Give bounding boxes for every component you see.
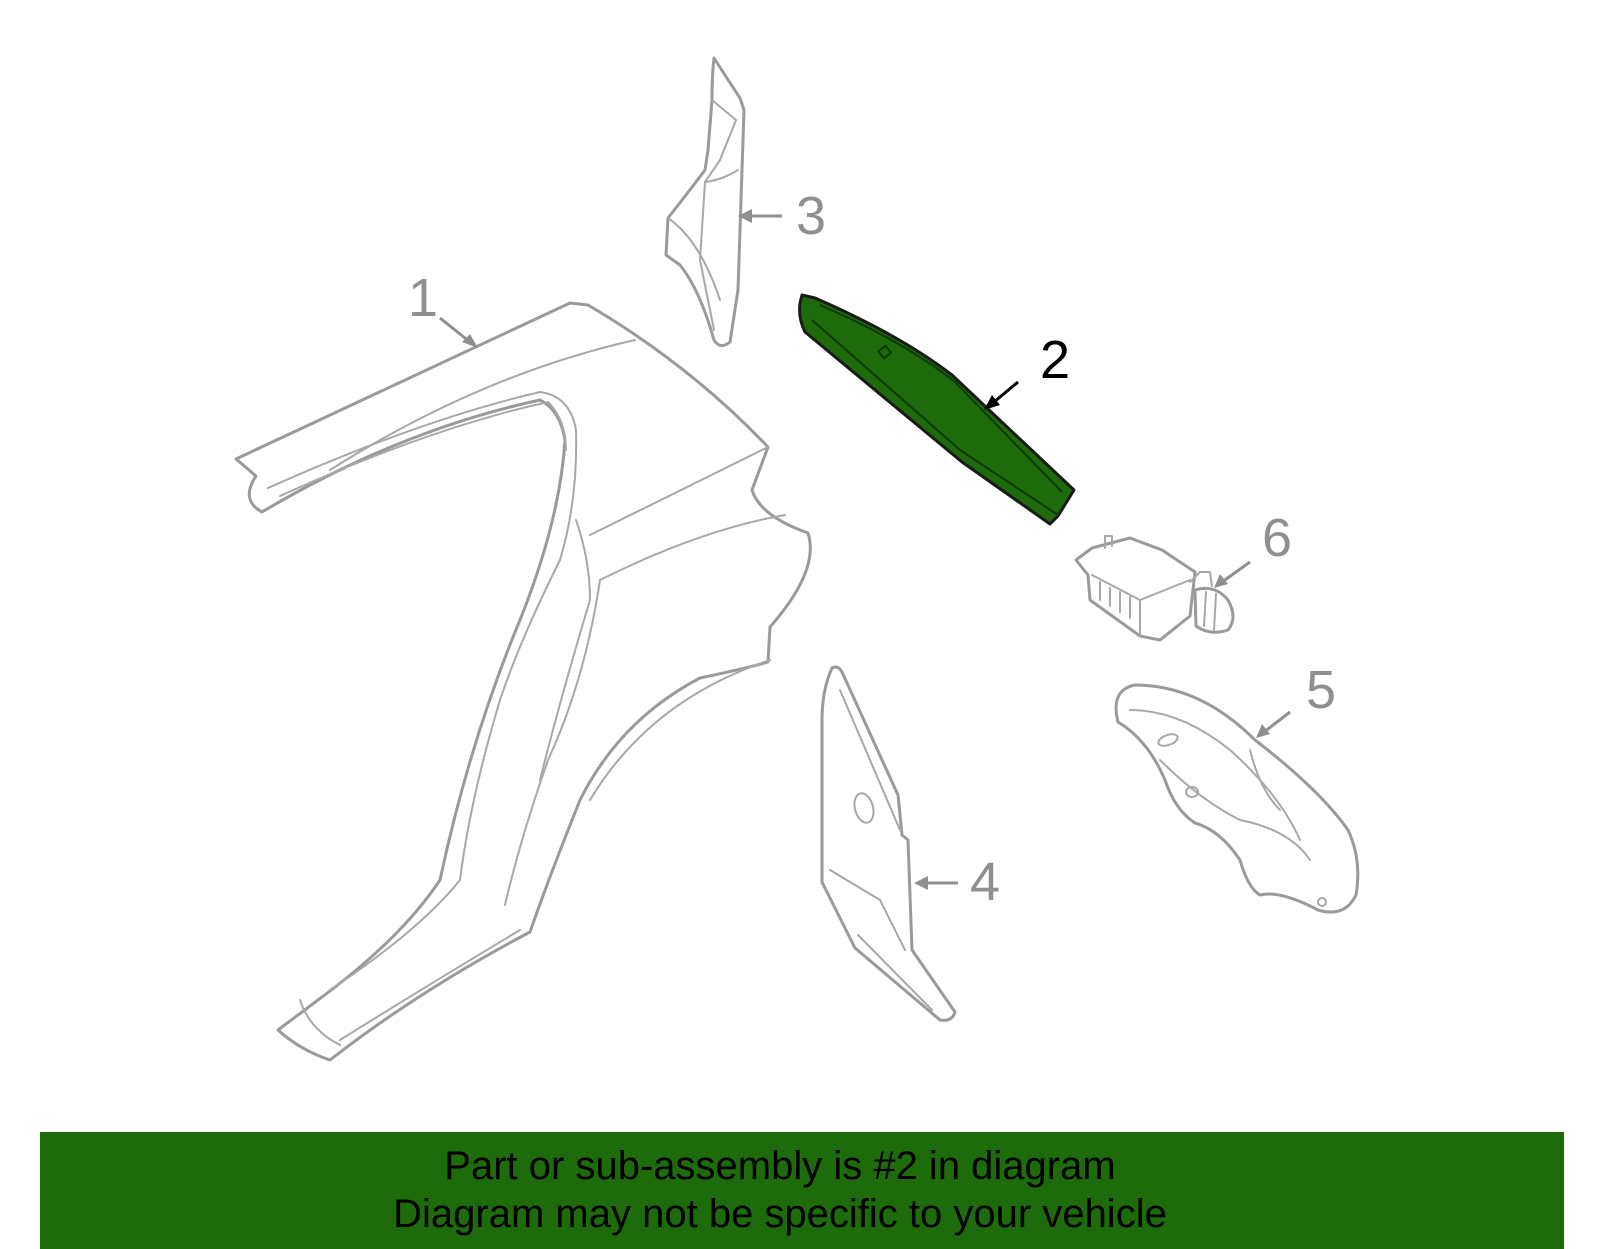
- part-5-wheelhouse[interactable]: [1114, 683, 1360, 914]
- callout-6-number: 6: [1262, 508, 1292, 568]
- part-1-quarter-panel[interactable]: [234, 301, 812, 1062]
- callout-1-number: 1: [408, 268, 438, 328]
- banner-line-2: Diagram may not be specific to your vehi…: [393, 1192, 1167, 1236]
- callout-6: 6: [1214, 508, 1292, 588]
- part-4-inner-panel[interactable]: [820, 665, 957, 1022]
- part-2-reinforcement[interactable]: [798, 293, 1076, 526]
- callout-2-number: 2: [1040, 330, 1070, 390]
- callout-1: 1: [408, 268, 478, 348]
- banner-line-1: Part or sub-assembly is #2 in diagram: [444, 1144, 1116, 1188]
- info-banner: Part or sub-assembly is #2 in diagram Di…: [40, 1132, 1564, 1249]
- callout-3-number: 3: [796, 186, 826, 246]
- callout-5-number: 5: [1306, 660, 1336, 720]
- callout-2: 2: [984, 330, 1070, 410]
- callout-4: 4: [914, 852, 1000, 912]
- callout-3: 3: [738, 186, 826, 246]
- part-3-bracket[interactable]: [664, 56, 746, 347]
- part-6-housing[interactable]: [1074, 535, 1235, 642]
- callout-4-number: 4: [970, 852, 1000, 912]
- callout-5: 5: [1256, 660, 1336, 738]
